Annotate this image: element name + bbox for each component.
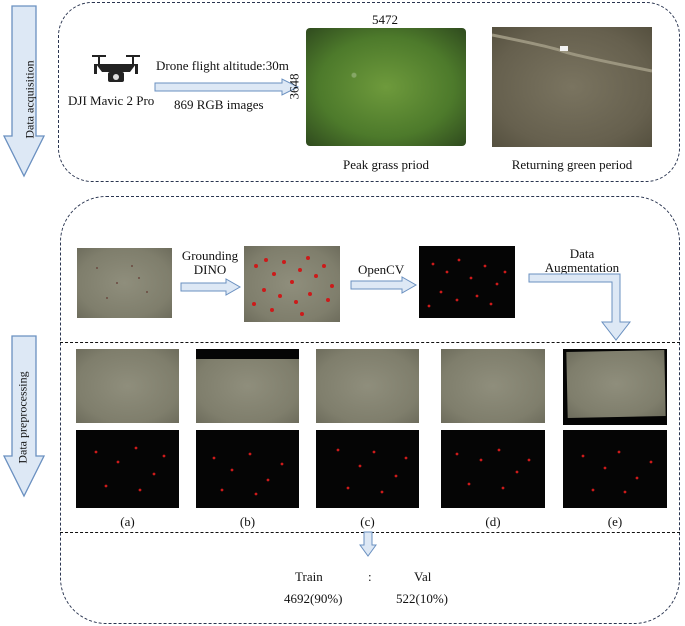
variant-b-border xyxy=(196,349,299,359)
image-count-label: 869 RGB images xyxy=(174,97,264,112)
train-label: Train xyxy=(295,569,323,584)
variant-label: (c) xyxy=(360,514,375,529)
mask-sample-image xyxy=(419,246,515,318)
val-label: Val xyxy=(414,569,432,584)
variant-label: (e) xyxy=(607,514,623,529)
grounding-dino-label: Grounding DINO xyxy=(181,248,239,277)
variant-b-mask xyxy=(196,430,299,508)
acquisition-panel xyxy=(58,2,680,182)
variant-c-photo xyxy=(316,349,419,423)
variant-b-photo xyxy=(196,349,299,423)
augmentation-divider xyxy=(60,342,680,343)
variant-d-photo xyxy=(441,349,545,423)
variant-e-rotated xyxy=(566,349,666,419)
preprocessing-stage-arrow xyxy=(2,335,46,498)
drone-icon xyxy=(92,55,140,82)
acquisition-flow-arrow xyxy=(154,78,300,96)
variant-label: (d) xyxy=(485,514,501,529)
returning-green-caption: Returning green period xyxy=(511,157,633,172)
variant-e-photo xyxy=(563,349,667,425)
raw-sample-dots xyxy=(96,265,148,299)
preprocessing-panel xyxy=(60,196,680,624)
peak-grass-photo xyxy=(306,28,466,146)
augmentation-flow-arrow xyxy=(528,273,632,341)
image-width-label: 5472 xyxy=(372,12,398,27)
split-down-arrow xyxy=(359,531,377,557)
acquisition-stage-label: Data acquisition xyxy=(22,60,37,139)
opencv-flow-arrow xyxy=(350,276,418,294)
variant-label: (b) xyxy=(239,514,256,529)
opencv-label: OpenCV xyxy=(358,262,405,277)
variant-c-mask xyxy=(316,430,419,508)
preprocessing-stage-label: Data preprocessing xyxy=(15,371,30,464)
acquisition-stage-arrow xyxy=(2,5,46,178)
variant-a-photo xyxy=(76,349,179,423)
altitude-label: Drone flight altitude:30m xyxy=(156,58,289,73)
augmentation-label: Data Augmentation xyxy=(544,246,620,275)
annotation-marks xyxy=(252,256,334,316)
drone-model-label: DJI Mavic 2 Pro xyxy=(68,93,155,108)
variant-d-mask xyxy=(441,430,545,508)
variant-e-mask xyxy=(563,430,667,508)
mask-marks xyxy=(427,258,507,308)
variant-label: (a) xyxy=(120,514,135,529)
split-separator: : xyxy=(368,569,372,584)
val-count: 522(10%) xyxy=(396,591,448,606)
train-count: 4692(90%) xyxy=(284,591,343,606)
grounding-flow-arrow xyxy=(180,278,242,296)
variant-a-mask xyxy=(76,430,179,508)
returning-green-photo xyxy=(492,27,652,147)
peak-grass-caption: Peak grass priod xyxy=(343,157,429,172)
raw-sample-image xyxy=(77,248,172,318)
image-height-label: 3648 xyxy=(286,73,302,100)
annotated-sample-image xyxy=(244,246,340,322)
